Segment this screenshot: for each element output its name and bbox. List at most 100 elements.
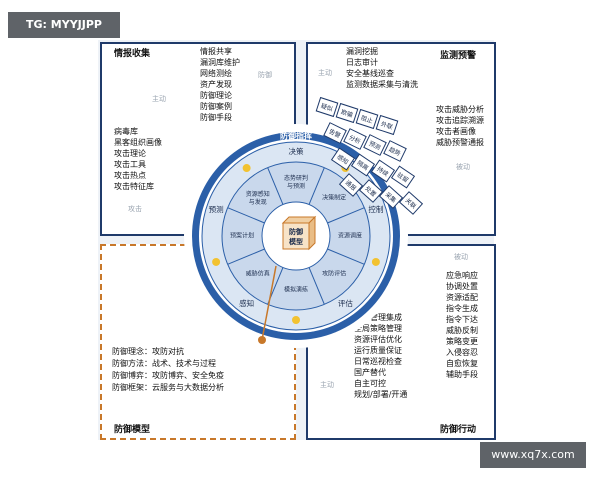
list-item: 资产发现 xyxy=(200,80,232,89)
segment-divider xyxy=(227,207,265,224)
warning-block-box xyxy=(350,153,376,177)
intel-defense-list: 情报共享 漏洞库维护 网络测绘 资产发现 防御理论 防御案例 防御手段 xyxy=(200,46,240,123)
monitor-warning-title: 监测预警 xyxy=(440,51,477,61)
warning-block: 疑似 xyxy=(315,96,339,118)
intel-attack-list: 病毒库 黑客组织画像 攻击理论 攻击工具 攻击热点 攻击特征库 xyxy=(114,126,162,192)
warning-block-label: 疑似 xyxy=(320,102,334,113)
defense-action-title: 防御行动 xyxy=(440,425,477,435)
warning-block-box xyxy=(370,159,396,183)
stage-label: 感知 xyxy=(239,298,254,308)
list-item: 病毒库 xyxy=(114,127,138,136)
segment-label-line: 与预测 xyxy=(287,182,305,190)
list-item: 攻击工具 xyxy=(114,160,146,169)
warning-block-label: 外联 xyxy=(380,120,394,131)
list-item: 漏洞库维护 xyxy=(200,58,240,67)
warning-block: 感知 xyxy=(330,147,356,171)
segment-label: 资源感知与发现 xyxy=(246,189,270,205)
list-item: 资源适配 xyxy=(446,293,478,302)
segment-label-line: 资源感知 xyxy=(246,189,270,197)
list-item: 应急响应 xyxy=(446,271,478,280)
warning-block: 预测 xyxy=(363,134,387,156)
warning-block-box xyxy=(355,108,379,130)
warning-block-label: 阻止 xyxy=(360,114,374,125)
list-item: 情报共享 xyxy=(200,47,232,56)
flow-arrow-dot xyxy=(292,316,300,324)
intel-collection-title: 情报收集 xyxy=(114,49,151,59)
segment-label: 态势研判与预测 xyxy=(284,174,308,190)
warning-block: 欺骗 xyxy=(335,102,359,124)
segment-label: 威胁仿真 xyxy=(246,270,270,278)
list-item: 攻击追踪溯源 xyxy=(436,116,484,125)
list-item: 网络测绘 xyxy=(200,69,232,78)
list-item: 防御理论 xyxy=(200,91,232,100)
list-item: 防御手段 xyxy=(200,113,232,122)
warning-block-label: 欺骗 xyxy=(340,108,354,119)
list-item: 运行质量保证 xyxy=(354,346,402,355)
list-item: 防御案例 xyxy=(200,102,232,111)
warning-block: 采集 xyxy=(378,185,404,209)
monitor-threat-list: 攻击威胁分析 攻击追踪溯源 攻击者画像 威胁预警通报 xyxy=(436,104,484,148)
warning-block: 处置 xyxy=(358,179,384,203)
stage-label: 决策 xyxy=(289,146,304,156)
defense-label: 防御 xyxy=(258,71,272,79)
warning-block: 关联 xyxy=(398,191,424,215)
list-item: 国产替代 xyxy=(354,368,386,377)
stage-label: 预测 xyxy=(209,204,224,214)
action-management-list: 专业管理集成 全局策略管理 资源评估优化 运行质量保证 日常巡视检查 国产替代 … xyxy=(354,312,407,400)
warning-block: 外联 xyxy=(375,114,399,136)
monitor-top-list: 漏洞挖掘 日志审计 安全基线巡查 监测数据采集与清洗 xyxy=(346,46,418,90)
segment-divider xyxy=(327,248,365,265)
warning-block: 通报 xyxy=(338,173,364,197)
segment-divider xyxy=(308,167,325,205)
watermark-bottom-label: www.xq7x.com xyxy=(480,442,586,468)
list-item: 指令下达 xyxy=(446,315,478,324)
segment-divider xyxy=(227,248,265,265)
list-item: 威胁预警通报 xyxy=(436,138,484,147)
active-label: 主动 xyxy=(318,69,332,77)
segment-divider xyxy=(308,267,325,305)
list-item: 规划/部署/开通 xyxy=(354,390,408,399)
stage-label: 控制 xyxy=(368,204,383,214)
list-item: 攻击者画像 xyxy=(436,127,476,136)
segment-label: 资源调度 xyxy=(338,232,362,240)
segment-label-line: 与发现 xyxy=(249,197,267,205)
flow-arrow-dot xyxy=(371,257,380,266)
warning-block-box xyxy=(383,140,407,162)
active-label: 主动 xyxy=(320,381,334,389)
warning-block-box xyxy=(330,147,356,171)
action-response-list: 应急响应 协调处置 资源适配 指令生成 指令下达 威胁反制 策略变更 入侵容忍 … xyxy=(446,270,478,380)
warning-block-box xyxy=(363,134,387,156)
warning-block: 分析 xyxy=(343,128,367,150)
watermark-top-label: TG: MYYJJPP xyxy=(8,12,120,38)
warning-block-box xyxy=(358,179,384,203)
flow-arrow-dot xyxy=(212,257,221,266)
list-item: 协调处置 xyxy=(446,282,478,291)
segment-label-line: 态势研判 xyxy=(284,174,308,182)
warning-block-box xyxy=(338,173,364,197)
segment-divider xyxy=(327,207,365,224)
list-item: 安全基线巡查 xyxy=(346,69,394,78)
list-item: 监测数据采集与清洗 xyxy=(346,80,418,89)
list-item: 攻击理论 xyxy=(114,149,146,158)
center-label-line1: 防御 xyxy=(289,227,303,236)
segment-label: 预案计划 xyxy=(230,232,254,240)
defense-action-panel: 被动 应急响应 协调处置 资源适配 指令生成 指令下达 威胁反制 策略变更 入侵… xyxy=(306,244,496,440)
center-label-line2: 模型 xyxy=(289,237,303,246)
list-item: 威胁反制 xyxy=(446,326,478,335)
list-item: 专业管理集成 xyxy=(354,313,402,322)
list-item: 指令生成 xyxy=(446,304,478,313)
list-item: 辅助手段 xyxy=(446,370,478,379)
list-item: 防御理念：攻防对抗 xyxy=(112,347,184,356)
active-label: 主动 xyxy=(152,95,166,103)
warning-block: 隔离 xyxy=(350,153,376,177)
model-connector-dot xyxy=(258,336,266,344)
warning-block-box xyxy=(343,128,367,150)
center-cube-side xyxy=(308,215,316,251)
warning-block: 趋势 xyxy=(383,140,407,162)
list-item: 防御框架：云服务与大数据分析 xyxy=(112,383,224,392)
passive-label: 被动 xyxy=(454,253,468,261)
list-item: 漏洞挖掘 xyxy=(346,47,378,56)
warning-block-box xyxy=(398,191,424,215)
warning-block: 持续 xyxy=(370,159,396,183)
